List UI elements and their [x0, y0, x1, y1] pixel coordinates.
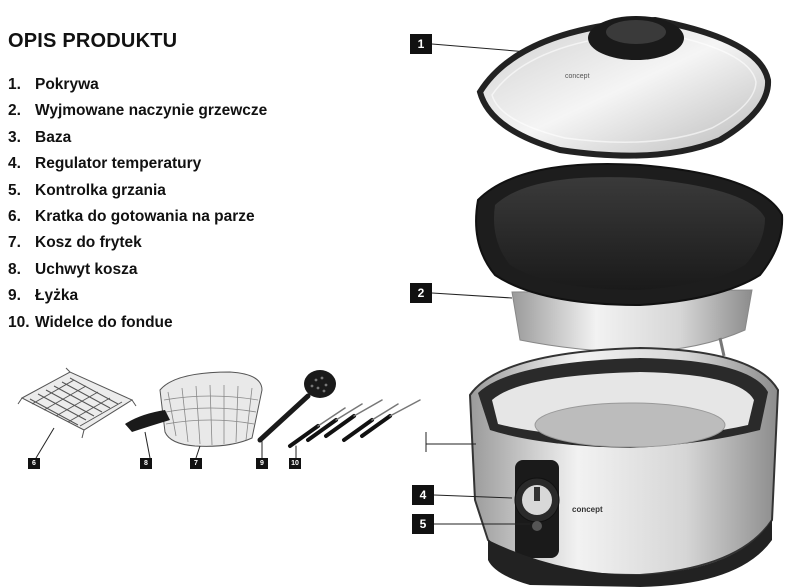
list-item: 8. Uchwyt kosza	[8, 261, 267, 287]
item-label: Widelce do fondue	[35, 313, 173, 331]
item-number: 9.	[8, 287, 21, 305]
item-label: Baza	[35, 128, 72, 146]
list-item: 6. Kratka do gotowania na parze	[8, 208, 267, 234]
item-number: 5.	[8, 181, 21, 199]
spoon-illustration	[257, 370, 336, 458]
item-number: 7.	[8, 234, 21, 252]
fondue-forks-illustration	[288, 399, 421, 459]
list-item: 5. Kontrolka grzania	[8, 182, 267, 208]
item-label: Kosz do frytek	[35, 234, 142, 252]
list-item: 7. Kosz do frytek	[8, 234, 267, 260]
list-item: 4. Regulator temperatury	[8, 155, 267, 181]
item-label: Łyżka	[35, 287, 79, 305]
callout-9: 9	[256, 458, 268, 469]
page-title: OPIS PRODUKTU	[8, 30, 178, 52]
item-label: Wyjmowane naczynie grzewcze	[35, 102, 268, 120]
item-number: 3.	[8, 128, 21, 146]
callout-1: 1	[410, 34, 432, 54]
item-number: 1.	[8, 76, 21, 93]
item-number: 8.	[8, 260, 21, 278]
callout-leader-lines	[425, 43, 530, 525]
item-label: Kontrolka grzania	[35, 181, 166, 199]
list-item: 3. Baza	[8, 129, 267, 155]
list-item: 9. Łyżka	[8, 287, 267, 313]
list-item: 2. Wyjmowane naczynie grzewcze	[8, 102, 267, 128]
callout-4: 4	[412, 485, 434, 505]
callout-6: 6	[28, 458, 40, 469]
base-brand-logo: concept	[572, 505, 603, 514]
steaming-rack-illustration	[17, 367, 137, 459]
item-number: 4.	[8, 155, 21, 173]
lid-illustration: concept	[476, 16, 772, 159]
item-label: Kratka do gotowania na parze	[35, 207, 255, 225]
list-item: 10. Widelce do fondue	[8, 314, 267, 340]
callout-10: 10	[289, 458, 301, 469]
item-label: Uchwyt kosza	[35, 260, 138, 278]
item-label: Pokrywa	[35, 76, 99, 93]
list-item: 1. Pokrywa	[8, 76, 267, 102]
callout-7: 7	[190, 458, 202, 469]
item-number: 10.	[8, 313, 30, 331]
parts-list: 1.Pokrywa 2.Wyjmowane naczynie grzewcze …	[8, 76, 267, 340]
item-label: Regulator temperatury	[35, 155, 202, 173]
brand-logo: concept	[565, 73, 590, 80]
item-number: 6.	[8, 207, 21, 225]
item-number: 2.	[8, 102, 21, 120]
callout-2: 2	[410, 283, 432, 303]
callout-5: 5	[412, 514, 434, 534]
callout-8: 8	[140, 458, 152, 469]
frying-basket-illustration	[125, 371, 263, 459]
base-illustration: concept	[468, 346, 780, 587]
